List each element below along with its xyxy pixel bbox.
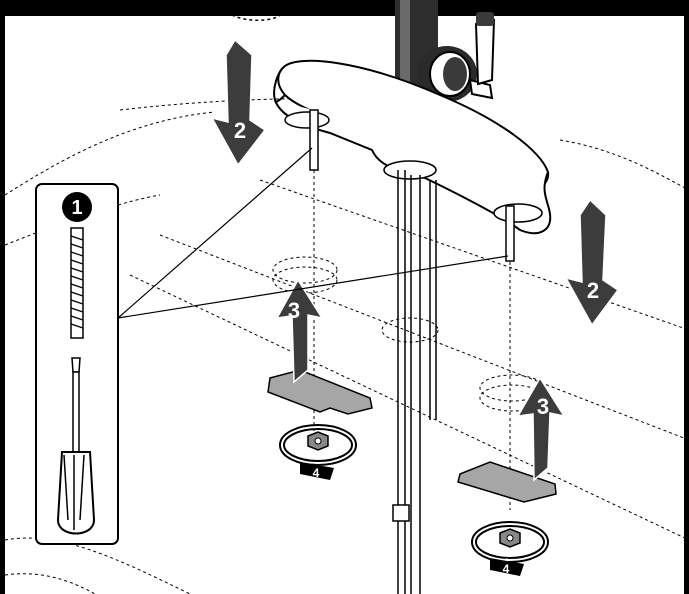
nut-rotation-left [279, 424, 357, 466]
step-1-label: 1 [71, 197, 82, 219]
up-arrow-right [516, 376, 566, 482]
deck-plate [273, 59, 552, 235]
rotate-arrow-icon [300, 462, 334, 480]
step-2-label-right: 2 [587, 278, 599, 303]
step-2-label-left: 2 [234, 118, 246, 143]
nut-rotation-right [471, 521, 549, 563]
threaded-rod-icon [70, 227, 84, 339]
leader-lines [117, 147, 509, 319]
step-4-label-left-overlay: 4 [313, 466, 320, 480]
rotate-arrow-icon [490, 558, 524, 576]
step-3-label-left: 3 [288, 298, 300, 323]
step-1-badge: 1 [62, 192, 92, 222]
alignment-lines [272, 170, 545, 510]
left-border [0, 0, 5, 594]
right-border [684, 0, 689, 594]
down-arrow-left [210, 38, 267, 167]
up-arrow-left [275, 278, 324, 384]
step-3-label-right: 3 [537, 394, 549, 419]
step-4-label-right-overlay: 4 [503, 562, 510, 576]
tools-panel [35, 183, 119, 545]
top-border-bar [0, 0, 689, 16]
spout-end [229, 7, 281, 21]
down-arrow-right [564, 198, 620, 327]
supply-lines [392, 170, 437, 594]
screwdriver-icon [56, 357, 96, 535]
